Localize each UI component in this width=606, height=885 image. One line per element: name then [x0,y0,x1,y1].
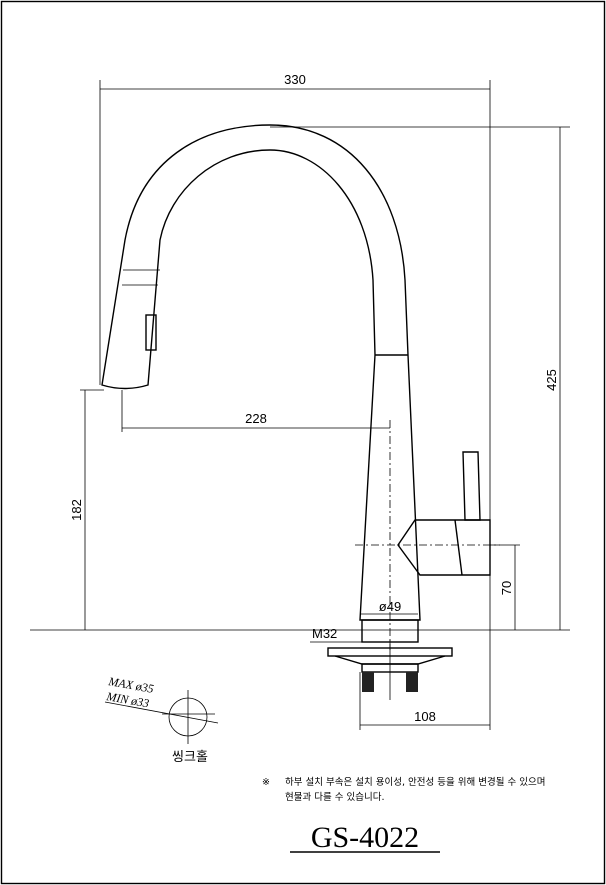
note-line-2: 현물과 다를 수 있습니다. [285,791,384,803]
mounting-hardware [327,619,453,700]
dim-330: 330 [284,72,306,87]
note-line-1: 하부 설치 부속은 설치 용이성, 안전성 등을 위해 변경될 수 있으며 [285,776,545,788]
note-symbol: ※ [262,777,270,788]
faucet-body [101,124,500,650]
sink-hole-caption: 씽크홀 [172,749,208,764]
dim-diameter-49: ø49 [379,599,401,614]
dimensions: 330 425 228 182 70 ø49 M32 108 [30,72,570,730]
dim-425: 425 [544,369,559,391]
dim-228: 228 [245,411,267,426]
dim-70: 70 [499,581,514,595]
model-title: GS-4022 [311,821,419,854]
sink-hole-detail: MAX ø35 MIN ø33 씽크홀 [104,674,219,764]
dim-182: 182 [69,499,84,521]
dim-m32: M32 [312,626,337,641]
dim-108: 108 [414,709,436,724]
